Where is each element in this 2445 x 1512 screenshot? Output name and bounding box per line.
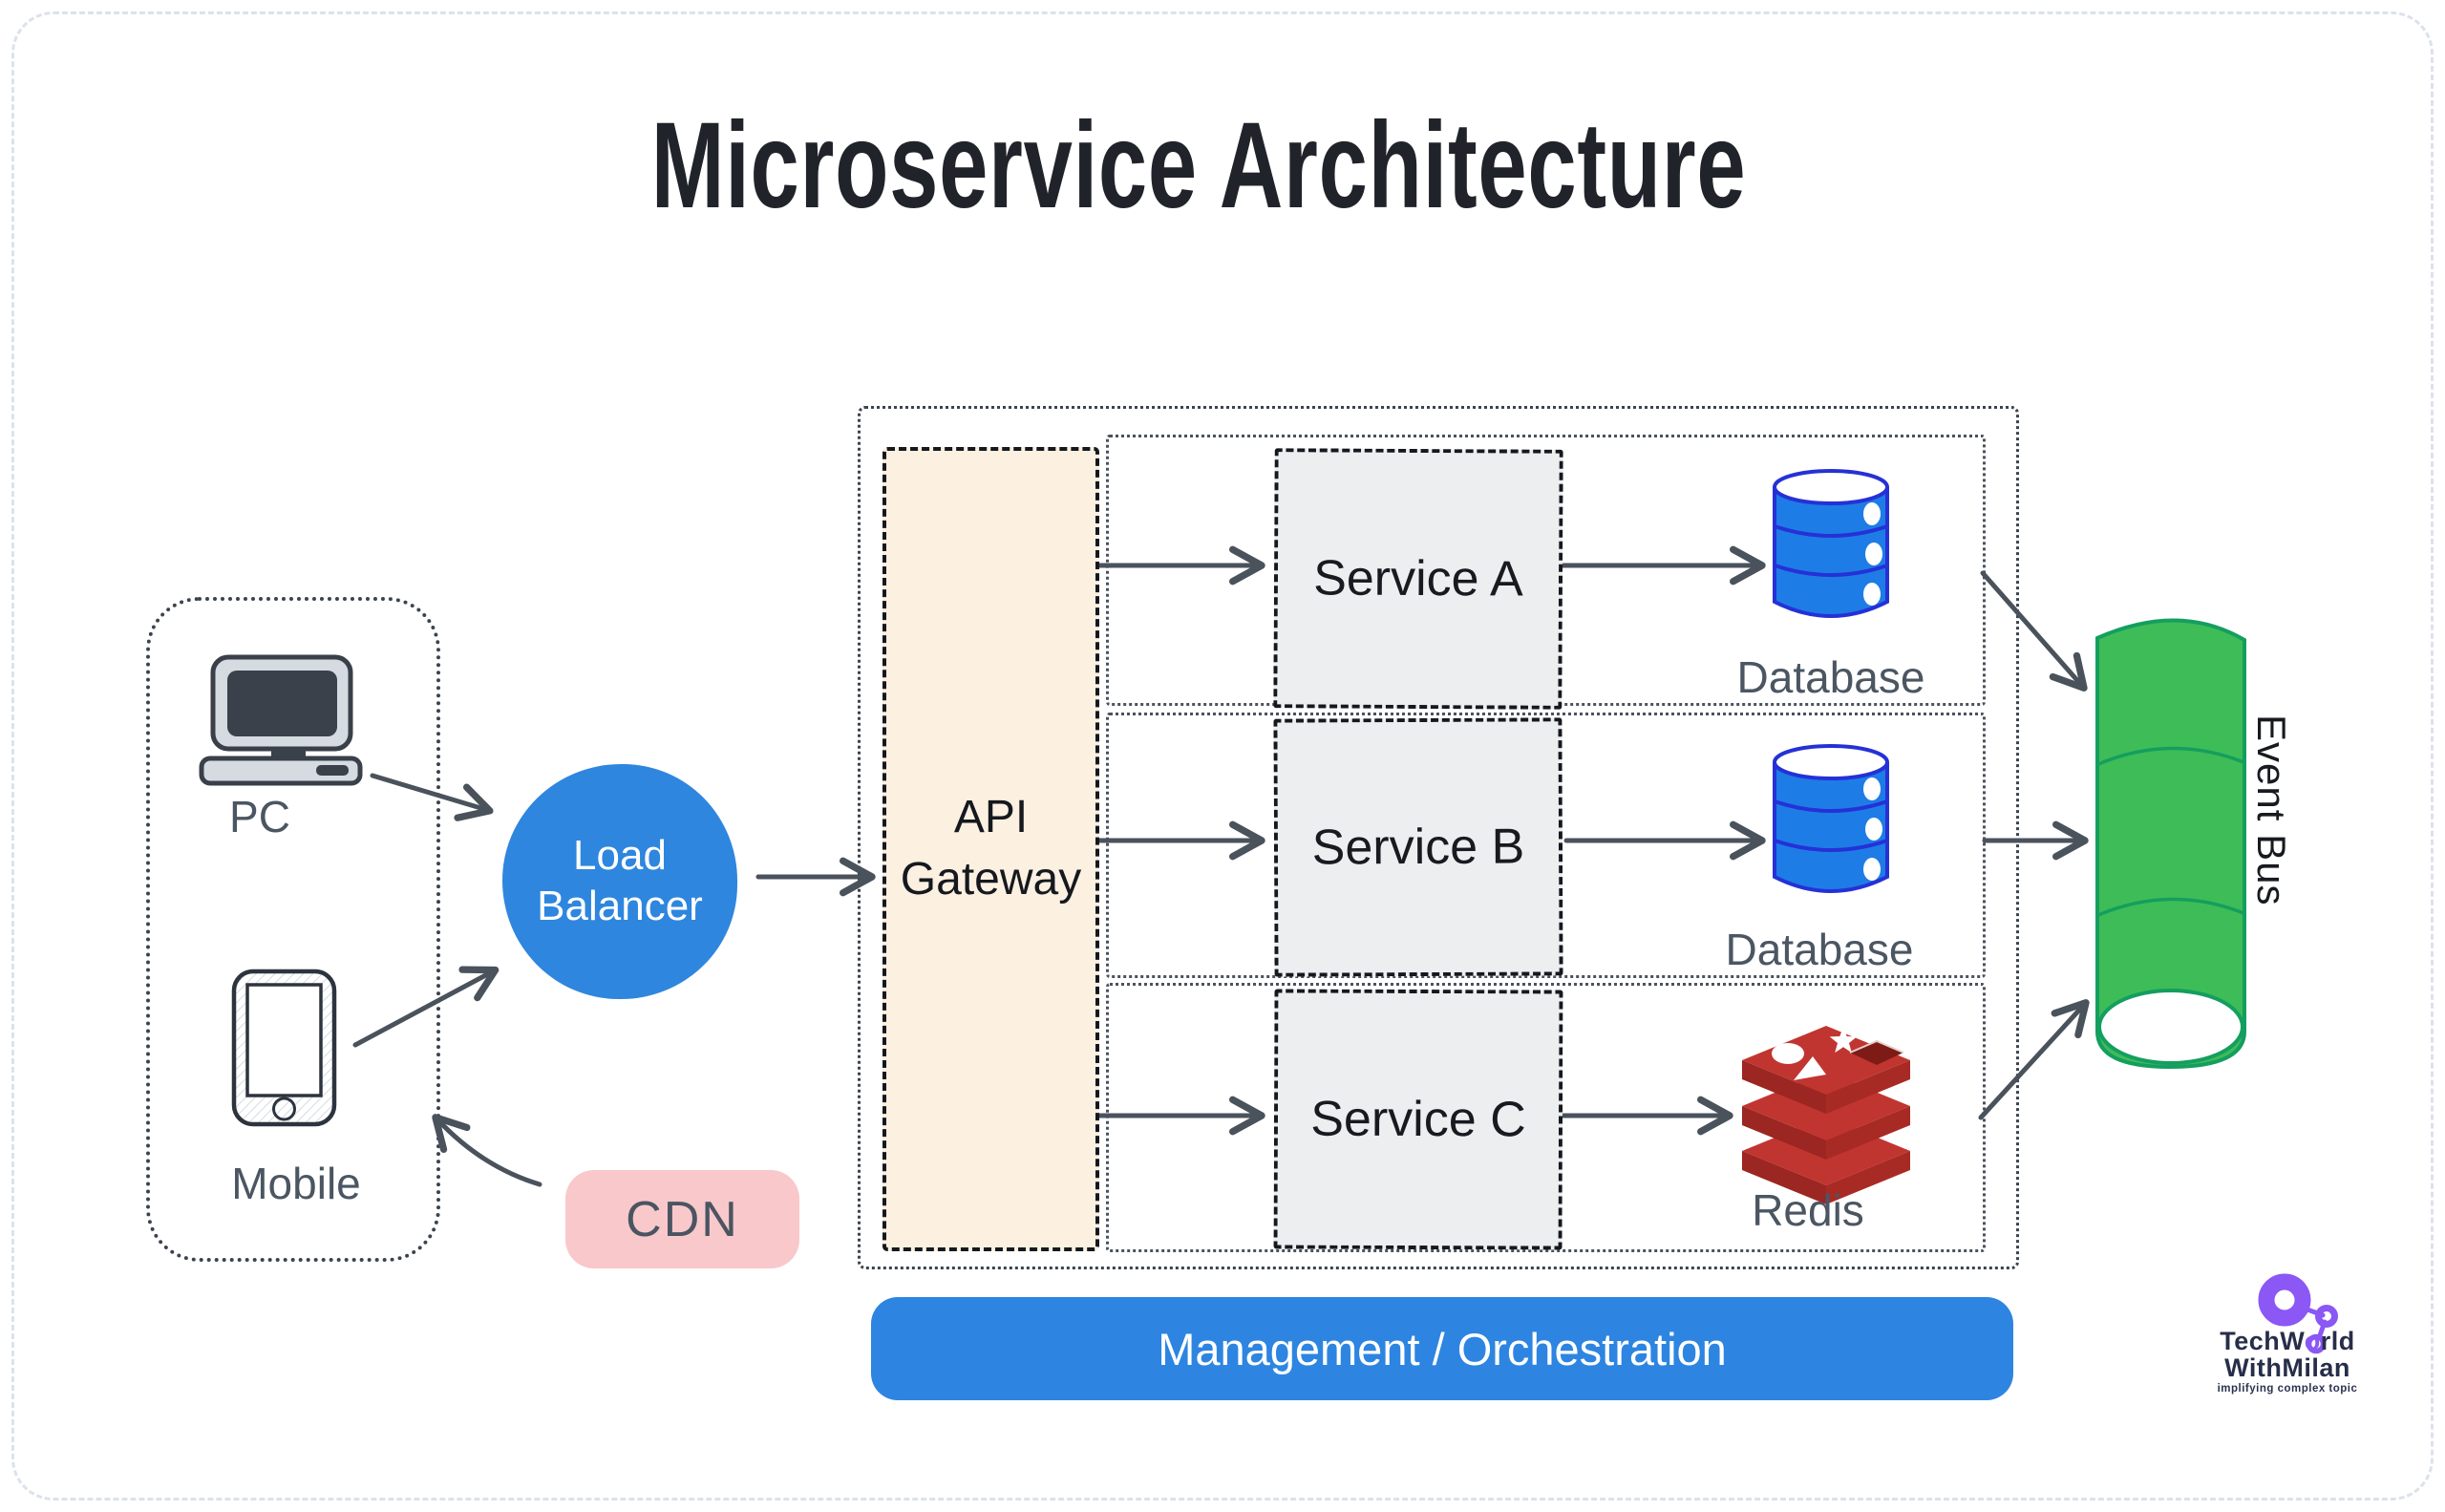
mobile-label: Mobile (231, 1159, 361, 1208)
brand-o-accent: o (2304, 1327, 2321, 1355)
api-gateway-node: API Gateway (882, 447, 1099, 1251)
load-balancer-node: Load Balancer (502, 764, 737, 999)
load-balancer-label-line2: Balancer (537, 883, 703, 929)
management-label: Management / Orchestration (1158, 1323, 1727, 1374)
clients-group-box (146, 597, 440, 1262)
redis-label: Redis (1752, 1185, 1864, 1235)
brand-block: TechWorld WithMilan implifying complex t… (2197, 1328, 2378, 1395)
service-b-node: Service B (1273, 717, 1563, 977)
cdn-node: CDN (565, 1170, 799, 1268)
management-orchestration-bar: Management / Orchestration (871, 1297, 2013, 1400)
service-a-label: Service A (1313, 550, 1523, 607)
api-gateway-label-line1: API (953, 792, 1029, 843)
brand-tagline: implifying complex topic (2217, 1383, 2358, 1395)
microservices-system-box (858, 406, 2019, 1269)
database-b-label: Database (1725, 925, 1914, 974)
pc-label: PC (229, 792, 290, 841)
event-bus-label: Event Bus (2249, 714, 2294, 906)
brand-line1: TechWorld (2220, 1327, 2355, 1355)
service-a-node: Service A (1273, 448, 1563, 710)
brand-line2: WithMilan (2224, 1353, 2350, 1382)
api-gateway-label-line2: Gateway (900, 854, 1082, 905)
database-a-label: Database (1736, 652, 1925, 702)
load-balancer-label-line1: Load (573, 832, 667, 880)
service-c-node: Service C (1273, 989, 1563, 1250)
service-c-label: Service C (1310, 1091, 1526, 1148)
service-b-row-box (1106, 713, 1986, 978)
cdn-label: CDN (626, 1191, 739, 1247)
diagram-title: Microservice Architecture (650, 97, 1747, 234)
service-b-label: Service B (1311, 819, 1525, 876)
page-dashed-border (11, 11, 2434, 1501)
